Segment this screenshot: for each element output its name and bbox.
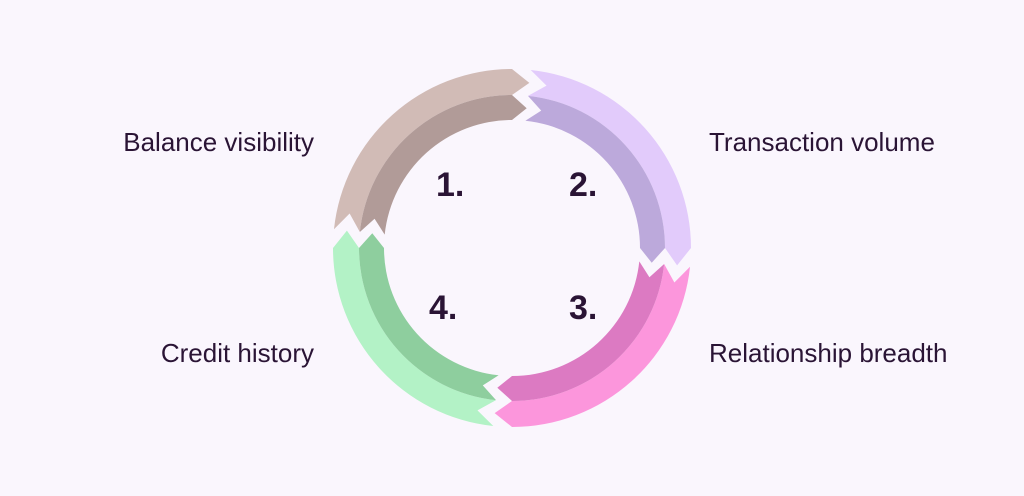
segment-2-outer-band — [527, 69, 691, 266]
step-label-3: Relationship breadth — [709, 338, 948, 368]
segment-3-outer-band — [494, 263, 691, 427]
step-label-4: Credit history — [160, 338, 314, 368]
step-number-2: 2. — [569, 166, 597, 204]
segment-1-inner-band — [359, 95, 527, 235]
segment-4-outer-band — [333, 230, 497, 427]
segment-3-inner-band — [497, 261, 665, 401]
step-label-1: Balance visibility — [123, 127, 314, 157]
step-number-3: 3. — [569, 289, 597, 327]
segment-2-inner-band — [525, 95, 665, 263]
step-number-1: 1. — [436, 166, 464, 204]
step-label-2: Transaction volume — [709, 127, 935, 157]
segment-4-inner-band — [359, 233, 499, 401]
step-number-4: 4. — [429, 289, 457, 327]
segment-1-outer-band — [333, 69, 530, 233]
